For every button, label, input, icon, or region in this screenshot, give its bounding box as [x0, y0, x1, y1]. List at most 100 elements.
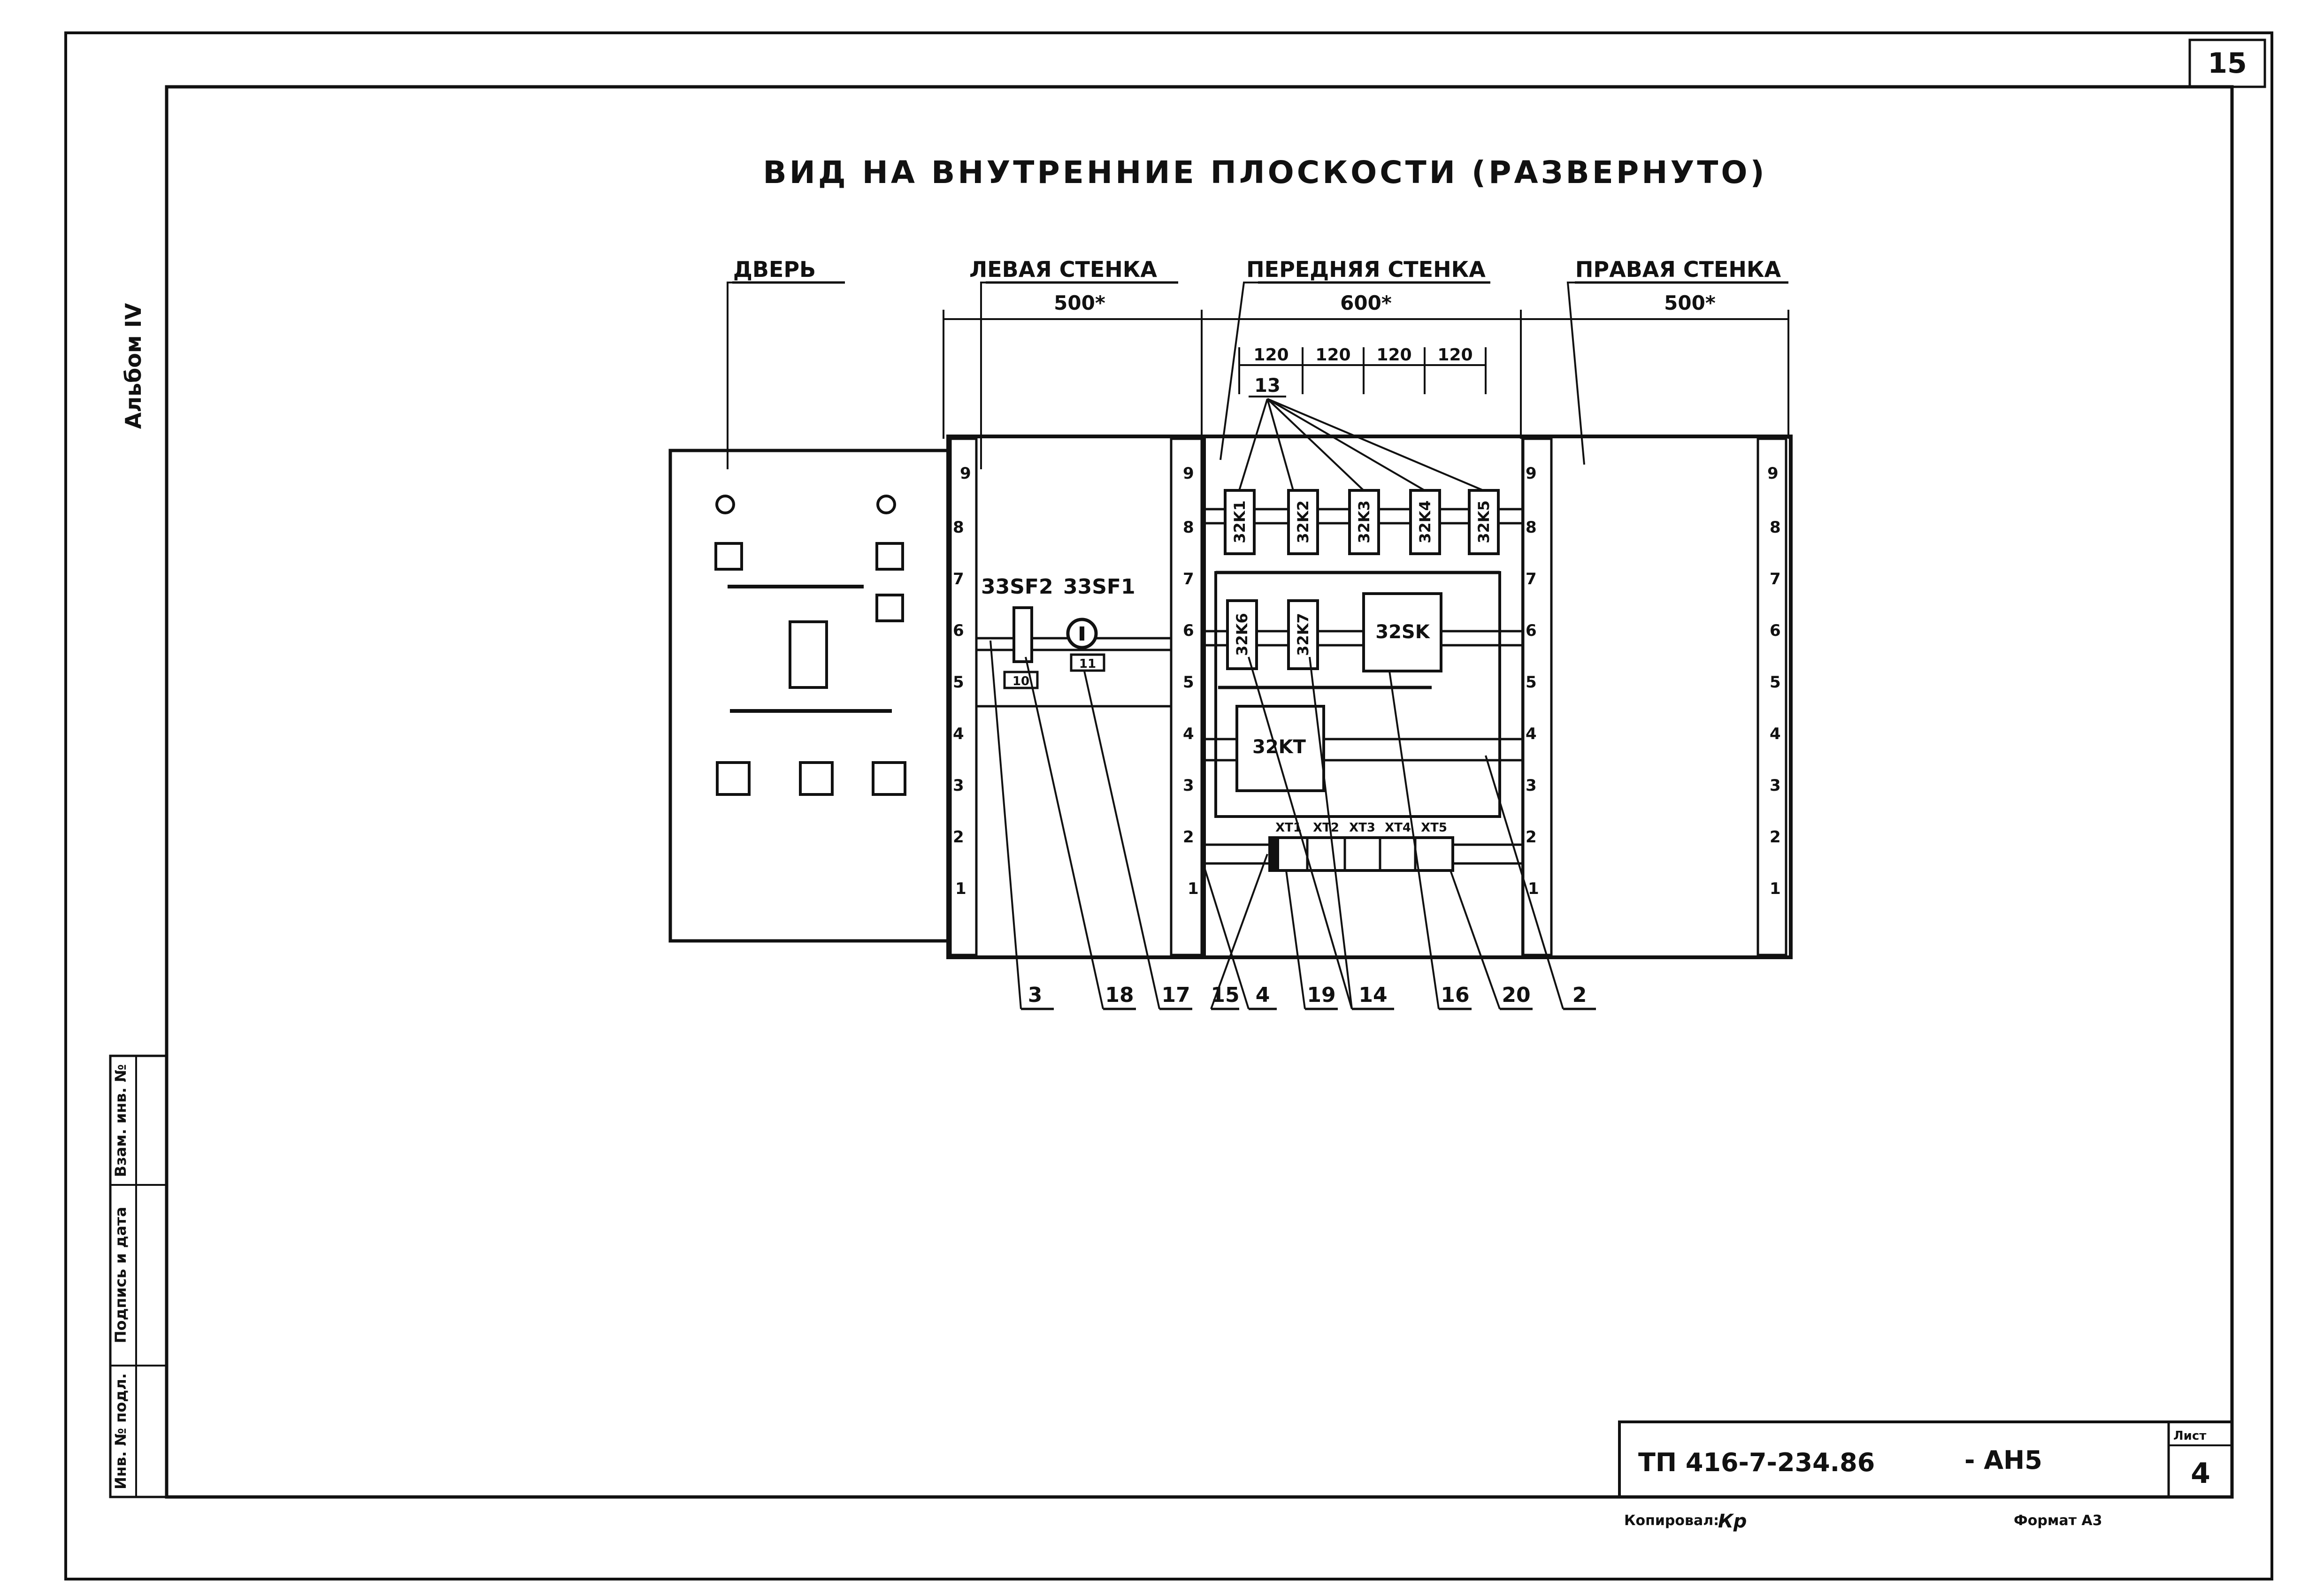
rack-number: 3 — [1770, 776, 1781, 795]
rack-number: 7 — [953, 570, 964, 588]
drawing-title: ВИД НА ВНУТРЕННИЕ ПЛОСКОСТИ (РАЗВЕРНУТО) — [763, 154, 1767, 191]
left-stamp-strip: Инв. № подл. Подпись и дата Взам. инв. № — [109, 1054, 168, 1498]
album-label: Альбом IV — [121, 303, 146, 429]
door-button — [875, 594, 904, 622]
copied-label: Копировал: — [1624, 1512, 1719, 1529]
callout-4: 4 — [1256, 983, 1270, 1007]
timer-32kt — [1235, 705, 1325, 792]
terminal-xt3: XT3 — [1349, 821, 1375, 835]
timer-32kt-label: 32KT — [1252, 736, 1306, 758]
door-button — [875, 542, 904, 571]
relay-32k2-label: 32K2 — [1294, 500, 1312, 543]
stamp-col-3: Взам. инв. № — [112, 1064, 130, 1177]
terminal-xt5: XT5 — [1421, 821, 1447, 835]
header-right-wall: ПРАВАЯ СТЕНКА — [1575, 257, 1781, 282]
dim-front: 600* — [1340, 291, 1392, 314]
rack-number: 3 — [1526, 776, 1537, 795]
rack-number: 6 — [1770, 621, 1781, 640]
walls — [946, 435, 1793, 959]
door-button — [799, 761, 834, 796]
page-number-box — [2188, 38, 2266, 88]
rack-number: 8 — [1526, 518, 1537, 537]
rack-number: 7 — [1526, 570, 1537, 588]
callout-3: 3 — [1028, 983, 1043, 1007]
callout-19: 19 — [1307, 983, 1335, 1007]
designation-suffix: - АН5 — [1964, 1445, 2042, 1475]
door-button — [714, 542, 743, 571]
relay-32k6-label: 32K6 — [1233, 613, 1251, 656]
rack-number: 3 — [953, 776, 964, 795]
rack-number: 1 — [1770, 879, 1781, 898]
page-number: 15 — [2208, 47, 2247, 80]
relay-32k1-label: 32K1 — [1231, 500, 1249, 543]
rack-number: 2 — [1183, 828, 1194, 847]
stamp-col-1: Инв. № подл. — [112, 1373, 130, 1489]
door-indicator — [789, 620, 828, 689]
format-label: Формат А3 — [2014, 1512, 2102, 1529]
stamp-col-2: Подпись и дата — [112, 1207, 130, 1344]
dim-sub-1: 120 — [1253, 345, 1289, 365]
inner-frame — [165, 85, 2234, 1499]
outer-frame — [64, 31, 2273, 1580]
designation: ТП 416-7-234.86 — [1638, 1448, 1875, 1477]
rack-number: 9 — [1526, 464, 1537, 483]
breaker-33sf2-label: 33SF2 — [981, 575, 1053, 599]
header-left-wall: ЛЕВАЯ СТЕНКА — [969, 257, 1157, 282]
rack-number: 5 — [953, 673, 964, 692]
dim-sub-4: 120 — [1437, 345, 1473, 365]
rack-scale-front-left: 9 8 7 6 5 4 3 2 1 — [1183, 464, 1199, 898]
terminal-strip — [1268, 836, 1454, 872]
door-lamp-left — [715, 495, 735, 514]
rack-number: 7 — [1770, 570, 1781, 588]
sheet-label: Лист — [2173, 1429, 2206, 1443]
rack-number: 4 — [953, 725, 964, 743]
relay-32k2 — [1287, 489, 1319, 555]
header-door: ДВЕРЬ — [733, 257, 816, 282]
breaker-33sf1-label: 33SF1 — [1063, 575, 1135, 599]
rack-number: 7 — [1183, 570, 1194, 588]
rack-number: 1 — [1528, 879, 1539, 898]
rack-number: 5 — [1183, 673, 1194, 692]
front-wall-devices: 32K1 32K2 32K3 32K4 32K5 32K6 32K7 32SK … — [1202, 489, 1523, 872]
rack-number: 9 — [1767, 464, 1779, 483]
terminal-xt4: XT4 — [1385, 821, 1411, 835]
relay-32k1 — [1224, 489, 1256, 555]
relay-32k5-label: 32K5 — [1475, 500, 1493, 543]
rack-scale-right-wall: 9 8 7 6 5 4 3 2 1 — [1767, 464, 1781, 898]
relay-32k6 — [1226, 599, 1258, 670]
callout-14: 14 — [1358, 983, 1387, 1007]
callout-13: 13 — [1254, 375, 1281, 397]
switch-32sk — [1362, 592, 1442, 672]
sheet-number: 4 — [2191, 1457, 2210, 1490]
door-panel — [668, 449, 951, 943]
relay-32k7-label: 32K7 — [1294, 613, 1312, 656]
rack-number: 5 — [1526, 673, 1537, 692]
rack-number: 6 — [953, 621, 964, 640]
door-button — [716, 761, 751, 796]
door-button — [872, 761, 906, 796]
relay-32k5 — [1468, 489, 1500, 555]
rack-number: 5 — [1770, 673, 1781, 692]
callout-15: 15 — [1211, 983, 1239, 1007]
header-front-wall: ПЕРЕДНЯЯ СТЕНКА — [1246, 257, 1486, 282]
title-block: ТП 416-7-234.86 - АН5 Лист 4 — [1618, 1420, 2233, 1498]
relay-32k3 — [1348, 489, 1380, 555]
rack-number: 4 — [1770, 725, 1781, 743]
rack-number: 6 — [1526, 621, 1537, 640]
left-wall-devices: 33SF2 33SF1 10 11 — [976, 575, 1171, 708]
relay-32k4-label: 32K4 — [1416, 500, 1434, 543]
callout-18: 18 — [1105, 983, 1134, 1007]
rack-number: 9 — [1183, 464, 1194, 483]
callout-numbers: 3 18 17 15 4 19 14 16 20 2 — [1021, 983, 1596, 1010]
rack-number: 8 — [953, 518, 964, 537]
callout-2: 2 — [1572, 983, 1587, 1007]
rack-scale-left-wall: 9 8 7 6 5 4 3 2 1 — [953, 464, 971, 898]
copied-signature: Кр — [1718, 1511, 1747, 1532]
rack-number: 2 — [1526, 828, 1537, 847]
rack-number: 8 — [1183, 518, 1194, 537]
breaker-33sf2 — [1012, 606, 1033, 663]
dim-sub-3: 120 — [1376, 345, 1411, 365]
tag-11-text: 11 — [1079, 657, 1096, 671]
rack-number: 2 — [953, 828, 964, 847]
